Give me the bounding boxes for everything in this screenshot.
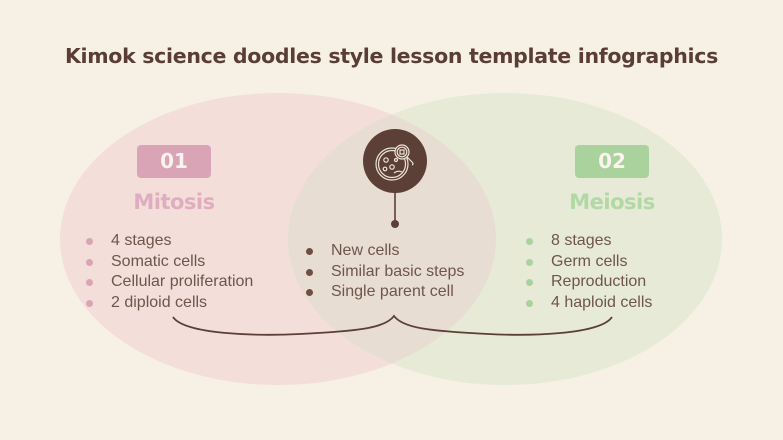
bullet-icon xyxy=(306,289,313,297)
list-item: 4 haploid cells xyxy=(526,293,652,314)
petri-dish-magnifier-icon xyxy=(363,129,427,193)
mitosis-number-badge: 01 xyxy=(137,145,211,178)
list-item: 2 diploid cells xyxy=(86,293,253,314)
list-item: Similar basic steps xyxy=(306,262,464,283)
list-item: Somatic cells xyxy=(86,252,253,273)
bullet-icon xyxy=(86,258,93,266)
bullet-icon xyxy=(306,268,313,276)
meiosis-number-badge: 02 xyxy=(575,145,649,178)
list-item: 4 stages xyxy=(86,231,253,252)
list-item: New cells xyxy=(306,241,464,262)
bullet-icon xyxy=(86,299,93,307)
list-item: Germ cells xyxy=(526,252,652,273)
bullet-icon xyxy=(526,258,533,266)
shared-traits-list: New cells Similar basic steps Single par… xyxy=(306,241,464,303)
meiosis-heading: Meiosis xyxy=(569,190,655,214)
list-item: Reproduction xyxy=(526,272,652,293)
bullet-icon xyxy=(526,279,533,287)
curly-brace xyxy=(172,314,613,336)
list-item: Cellular proliferation xyxy=(86,272,253,293)
meiosis-list: 8 stages Germ cells Reproduction 4 haplo… xyxy=(526,231,652,313)
bullet-icon xyxy=(526,299,533,307)
mitosis-list: 4 stages Somatic cells Cellular prolifer… xyxy=(86,231,253,313)
bullet-icon xyxy=(86,279,93,287)
bullet-icon xyxy=(86,238,93,245)
bullet-icon xyxy=(306,248,313,255)
page-title: Kimok science doodles style lesson templ… xyxy=(64,44,719,68)
bullet-icon xyxy=(526,238,533,245)
mitosis-heading: Mitosis xyxy=(133,190,215,214)
list-item: Single parent cell xyxy=(306,282,464,303)
list-item: 8 stages xyxy=(526,231,652,252)
pin-dot xyxy=(391,220,399,228)
